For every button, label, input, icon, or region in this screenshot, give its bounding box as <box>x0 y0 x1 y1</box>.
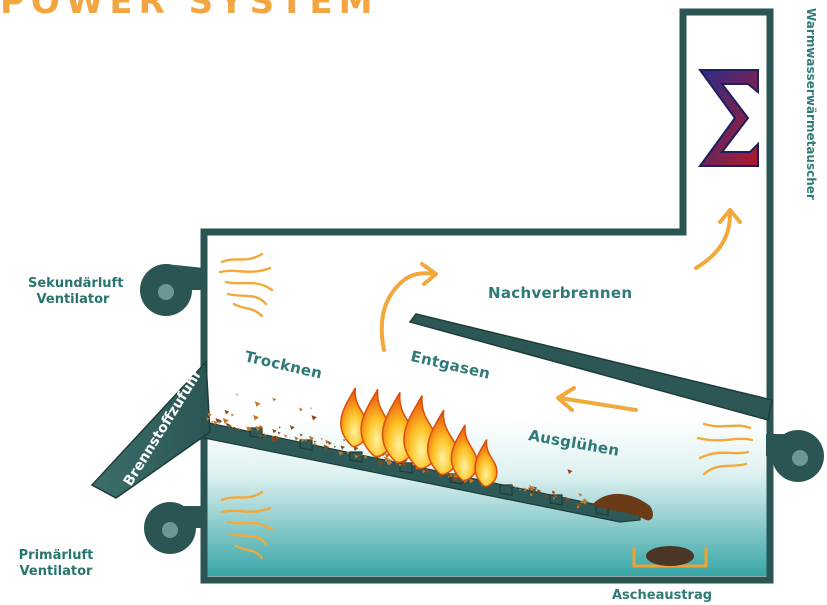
return-arrow-icon <box>558 388 636 410</box>
primary-air-fan-icon <box>144 502 206 554</box>
fuel-particle <box>299 408 303 412</box>
heat-exchanger-icon <box>700 70 758 166</box>
heat-exchanger-label: Warmwasserwärmetauscher <box>804 8 818 200</box>
fuel-particle <box>310 407 312 409</box>
exchanger-arrow-icon <box>696 210 740 268</box>
fuel-particle <box>211 421 213 423</box>
fuel-particle <box>223 418 229 424</box>
afterburning-label: Nachverbrennen <box>488 284 632 302</box>
secondary-air-stream <box>220 254 272 316</box>
fuel-particle <box>255 401 261 407</box>
fuel-particle <box>236 394 238 396</box>
flue-gas-arrow-icon <box>382 264 436 350</box>
secondary-air-fan-icon <box>140 264 206 316</box>
secondary-air-fan-label: Sekundärluft Ventilator <box>28 276 118 308</box>
fuel-particle <box>225 410 230 415</box>
fuel-particle <box>231 413 234 416</box>
fuel-particle <box>311 415 316 420</box>
fuel-particle <box>217 419 222 424</box>
fuel-particle <box>253 415 259 421</box>
primary-air-fan-label: Primärluft Ventilator <box>16 548 96 580</box>
right-fan-icon <box>766 430 824 482</box>
fuel-particle <box>272 398 276 402</box>
ash-removal-label: Ascheaustrag <box>612 588 712 603</box>
